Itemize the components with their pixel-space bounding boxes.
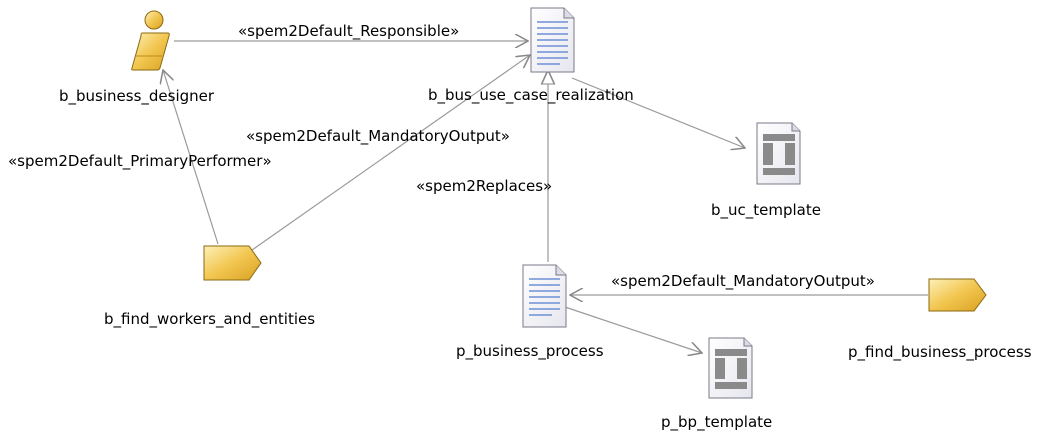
node-label: b_find_workers_and_entities (104, 310, 315, 329)
node-p-find-business-process[interactable]: p_find_business_process (848, 278, 1032, 362)
node-label: p_business_process (456, 342, 604, 361)
node-b-find-workers-and-entities[interactable]: b_find_workers_and_entities (104, 245, 315, 329)
node-label: p_find_business_process (848, 343, 1032, 362)
node-p-bp-template[interactable]: p_bp_template (661, 337, 772, 432)
edge-label-primary-performer: «spem2Default_PrimaryPerformer» (8, 152, 272, 171)
task-icon (928, 278, 987, 312)
edge-uc-template[interactable] (571, 77, 745, 148)
edge-label-responsible: «spem2Default_Responsible» (238, 22, 459, 41)
template-icon (708, 337, 753, 399)
edge-label-mandatory-output-b: «spem2Default_MandatoryOutput» (246, 127, 510, 146)
node-label: b_bus_use_case_realization (428, 86, 634, 105)
edge-bp-template[interactable] (564, 306, 702, 353)
node-b-business-designer[interactable]: b_business_designer (59, 10, 215, 106)
node-label: p_bp_template (661, 413, 772, 432)
node-label: b_uc_template (711, 201, 821, 220)
task-icon (203, 245, 262, 281)
template-icon (756, 122, 801, 185)
document-icon (522, 264, 567, 328)
document-icon (530, 7, 575, 73)
edge-label-mandatory-output-p: «spem2Default_MandatoryOutput» (611, 272, 875, 291)
edge-label-replaces: «spem2Replaces» (416, 177, 552, 195)
edge-mandatory-output-b[interactable] (251, 55, 530, 251)
node-p-business-process[interactable]: p_business_process (456, 264, 604, 361)
node-label: b_business_designer (59, 87, 215, 106)
role-icon (131, 10, 170, 71)
node-b-bus-use-case-realization[interactable]: b_bus_use_case_realization (428, 7, 634, 105)
edge-primary-performer[interactable] (163, 70, 219, 245)
node-b-uc-template[interactable]: b_uc_template (711, 122, 821, 220)
